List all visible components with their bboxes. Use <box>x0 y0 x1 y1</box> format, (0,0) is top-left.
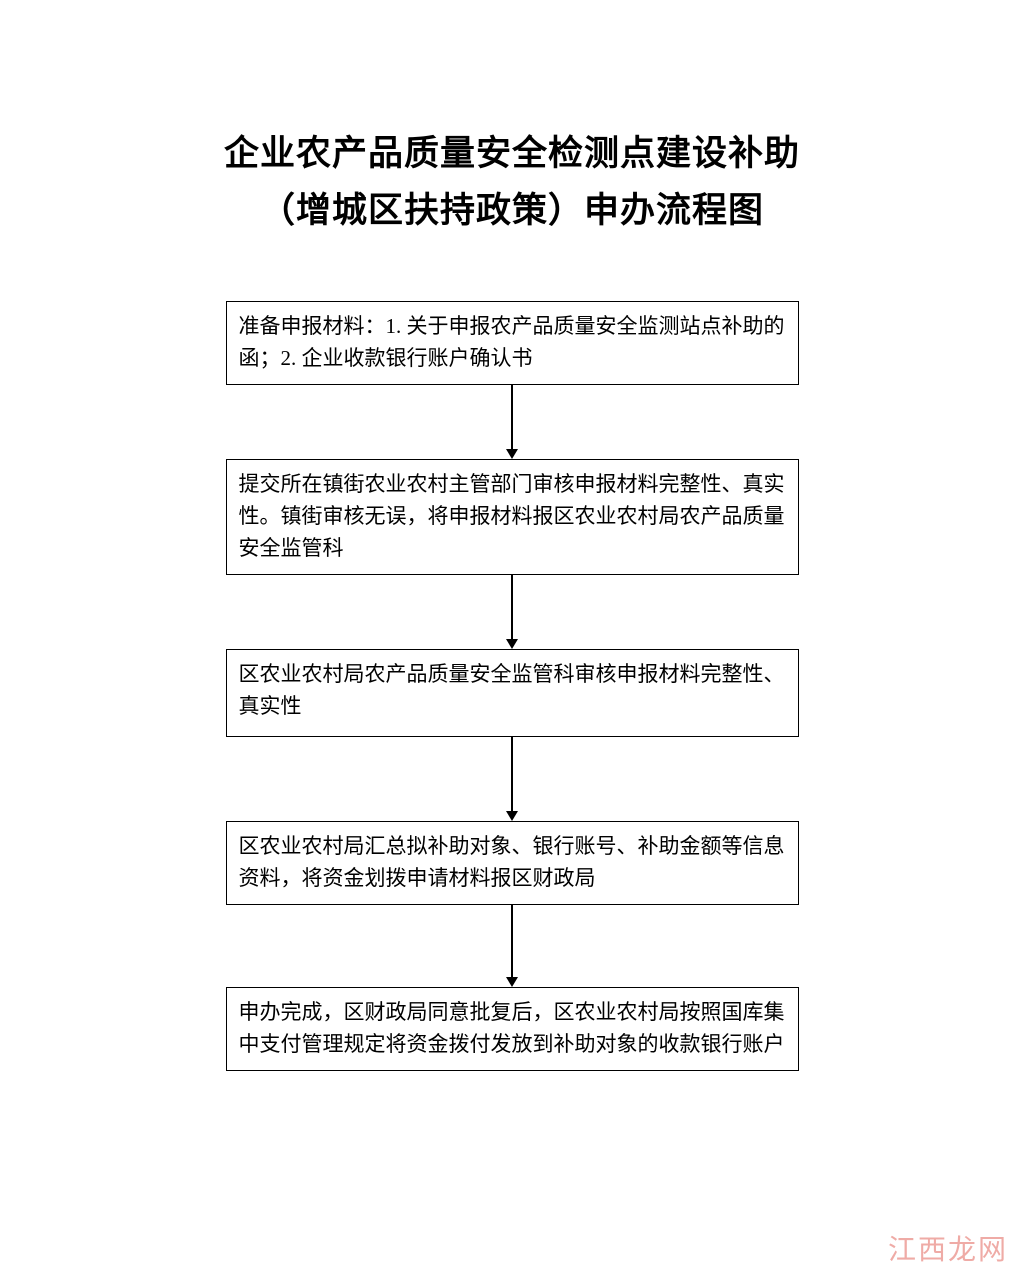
arrow-line <box>511 385 513 450</box>
flow-step-town-review: 提交所在镇街农业农村主管部门审核申报材料完整性、真实性。镇街审核无误，将申报材料… <box>225 459 799 575</box>
arrow-line <box>511 904 513 977</box>
flow-step-fund-allocation-request: 区农业农村局汇总拟补助对象、银行账号、补助金额等信息资料，将资金划拨申请材料报区… <box>225 820 799 905</box>
page-title: 企业农产品质量安全检测点建设补助 （增城区扶持政策）申办流程图 <box>0 126 1024 239</box>
page-title-line1: 企业农产品质量安全检测点建设补助 <box>223 134 800 173</box>
arrow-line <box>511 574 513 639</box>
flow-step-prepare-materials: 准备申报材料：1. 关于申报农产品质量安全监测站点补助的函；2. 企业收款银行账… <box>225 301 799 386</box>
flow-arrow-3 <box>226 736 799 821</box>
flow-step-completion-payment: 申办完成，区财政局同意批复后，区农业农村局按照国库集中支付管理规定将资金拨付发放… <box>225 986 799 1071</box>
arrow-down-icon <box>506 638 518 649</box>
arrow-down-icon <box>506 810 518 821</box>
flow-step-district-review: 区农业农村局农产品质量安全监管科审核申报材料完整性、真实性 <box>225 648 799 737</box>
arrow-down-icon <box>506 449 518 460</box>
arrow-line <box>511 736 513 811</box>
watermark-text: 江西龙网 <box>887 1234 1008 1265</box>
flowchart: 准备申报材料：1. 关于申报农产品质量安全监测站点补助的函；2. 企业收款银行账… <box>225 301 799 1071</box>
page-title-line2: （增城区扶持政策）申办流程图 <box>259 190 764 230</box>
flow-arrow-2 <box>226 574 799 649</box>
flow-arrow-4 <box>226 904 799 987</box>
arrow-down-icon <box>506 976 518 987</box>
flow-arrow-1 <box>226 385 799 460</box>
